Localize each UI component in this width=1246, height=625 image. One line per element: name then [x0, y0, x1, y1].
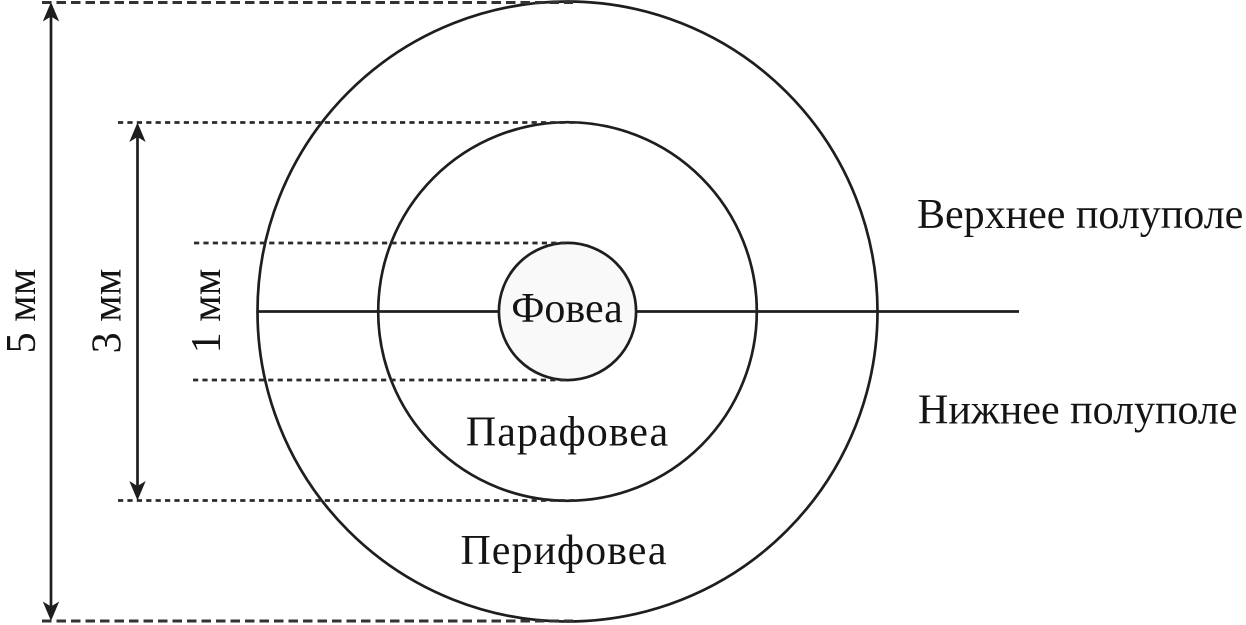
upper-hemifield-label: Верхнее полуполе	[917, 192, 1243, 238]
dimension-arrow-3mm	[129, 122, 146, 501]
lower-hemifield-label: Нижнее полуполе	[918, 388, 1238, 434]
arrowhead-5mm-up	[42, 2, 60, 22]
arrowhead-3mm-up	[129, 122, 146, 142]
parafovea-label: Парафовеа	[466, 410, 669, 456]
fovea-label: Фовеа	[511, 286, 623, 332]
dimension-label-1mm: 1 мм	[184, 269, 230, 354]
dimension-label-3mm: 3 мм	[85, 269, 131, 354]
dimension-label-5mm: 5 мм	[0, 269, 45, 354]
arrowhead-5mm-down	[42, 601, 60, 621]
dimension-arrow-5mm	[42, 2, 60, 621]
perifovea-label: Перифовеа	[460, 528, 667, 574]
arrowhead-3mm-down	[129, 481, 146, 501]
